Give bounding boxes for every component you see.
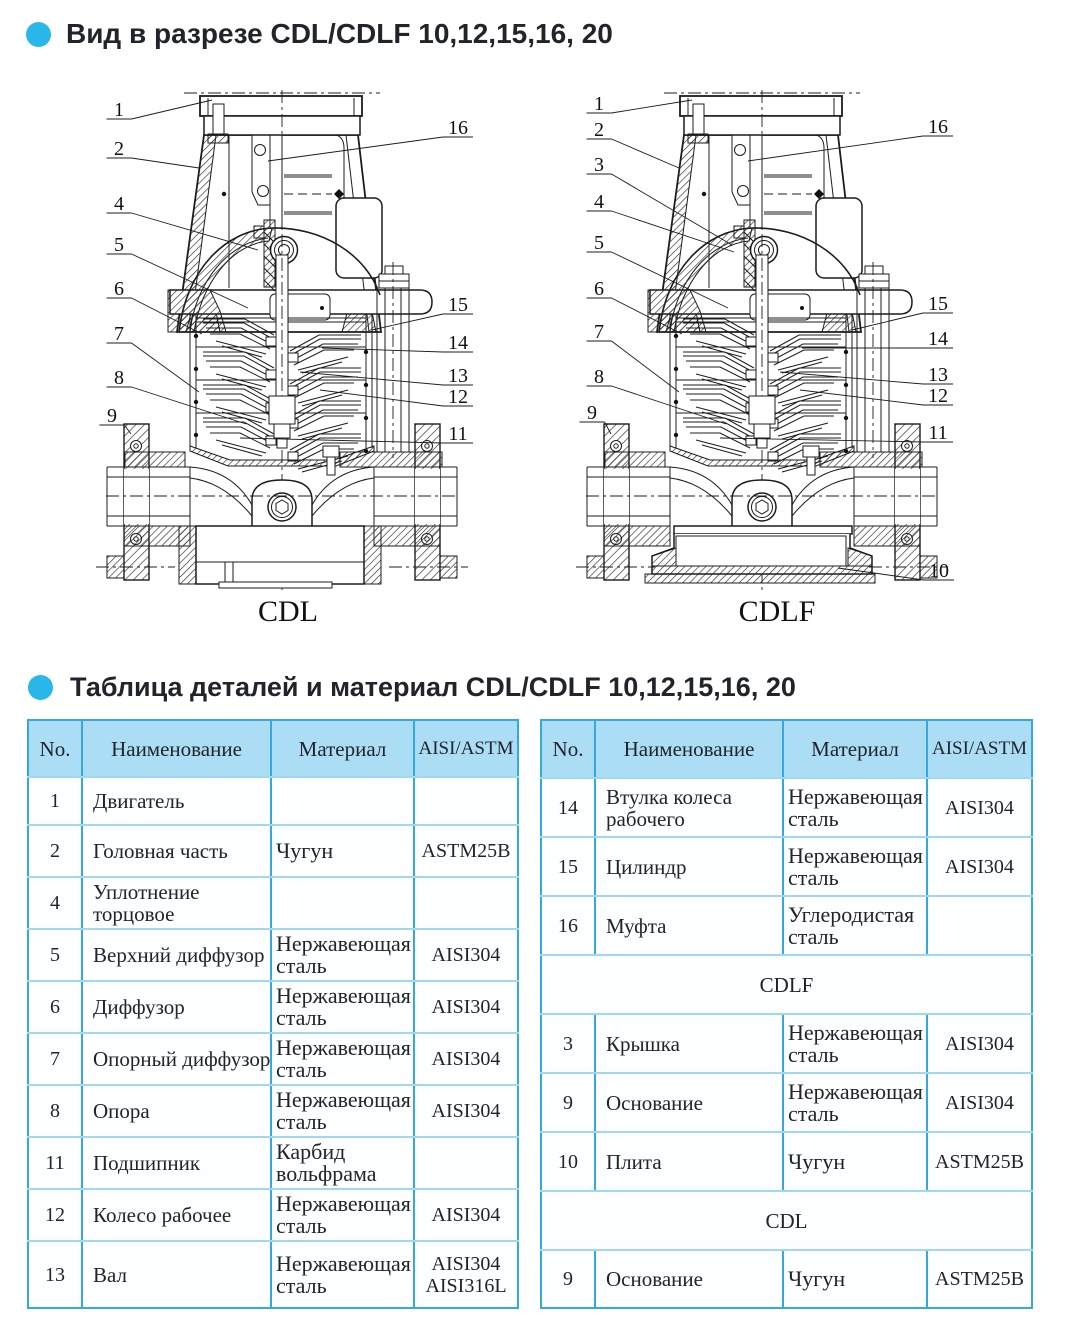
svg-text:1: 1 [114, 99, 124, 121]
svg-text:2: 2 [114, 138, 124, 160]
svg-text:2: 2 [594, 119, 604, 141]
svg-text:6: 6 [114, 278, 124, 300]
svg-text:4: 4 [594, 191, 604, 213]
svg-text:12: 12 [928, 385, 948, 407]
svg-text:5: 5 [594, 232, 604, 254]
svg-text:16: 16 [928, 116, 948, 138]
svg-text:15: 15 [928, 293, 948, 315]
svg-text:7: 7 [594, 321, 604, 343]
svg-text:15: 15 [448, 294, 468, 316]
svg-text:8: 8 [114, 367, 124, 389]
svg-text:12: 12 [448, 386, 468, 408]
svg-text:8: 8 [594, 366, 604, 388]
svg-text:5: 5 [114, 234, 124, 256]
svg-text:16: 16 [448, 117, 468, 139]
svg-text:13: 13 [448, 365, 468, 387]
svg-text:CDL: CDL [258, 595, 318, 628]
svg-text:3: 3 [594, 154, 604, 176]
svg-text:10: 10 [929, 560, 949, 582]
svg-text:13: 13 [928, 364, 948, 386]
svg-text:14: 14 [448, 332, 468, 354]
svg-text:9: 9 [107, 405, 117, 427]
svg-text:7: 7 [114, 323, 124, 345]
svg-text:1: 1 [594, 93, 604, 115]
svg-text:11: 11 [448, 423, 467, 445]
svg-text:6: 6 [594, 278, 604, 300]
svg-text:11: 11 [928, 422, 947, 444]
svg-text:CDLF: CDLF [739, 595, 816, 628]
svg-text:14: 14 [928, 328, 948, 350]
svg-text:4: 4 [114, 193, 124, 215]
svg-text:9: 9 [587, 402, 597, 424]
